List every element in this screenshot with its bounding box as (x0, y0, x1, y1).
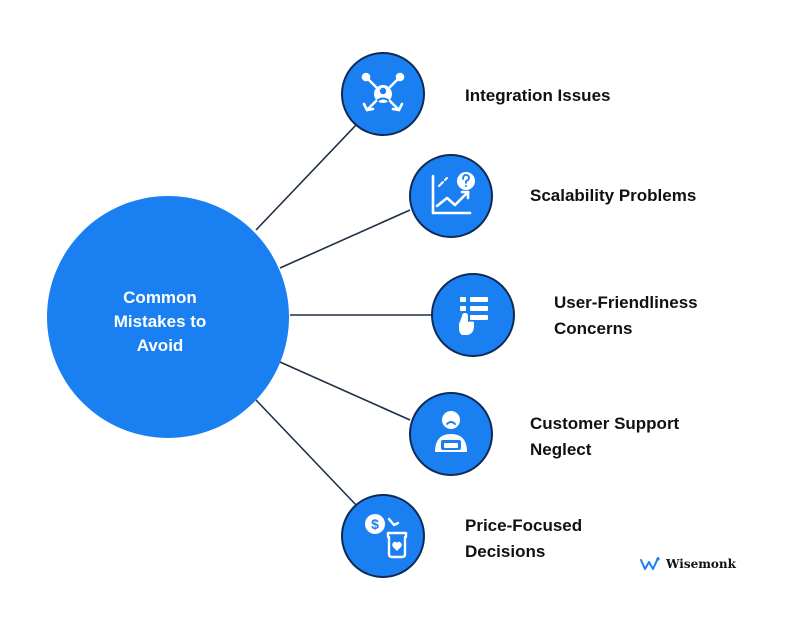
label-integration: Integration Issues (465, 83, 610, 109)
label-line: Integration Issues (465, 86, 611, 105)
node-scalability (409, 154, 493, 238)
hub-circle (47, 196, 289, 438)
label-line: Customer Support (530, 414, 680, 433)
svg-text:$: $ (371, 516, 379, 532)
label-line: Price-Focused (465, 516, 583, 535)
scalability-chart-icon (431, 172, 475, 215)
label-line: Concerns (554, 319, 633, 338)
label-scalability: Scalability Problems (530, 183, 696, 209)
node-support (409, 392, 493, 476)
label-price: Price-Focused Decisions (465, 513, 582, 565)
hub-title-line: Common (123, 288, 197, 307)
label-line: Scalability Problems (530, 186, 697, 205)
label-support: Customer Support Neglect (530, 411, 679, 463)
connector-scalability (279, 209, 411, 269)
node-price: $ (341, 494, 425, 578)
label-user-friendliness: User-Friendliness Concerns (554, 290, 698, 342)
node-integration (341, 52, 425, 136)
label-line: User-Friendliness (554, 293, 698, 312)
hub-title-line: Avoid (136, 336, 184, 355)
label-line: Decisions (465, 542, 546, 561)
brand-watermark: Wisemonk (640, 557, 736, 571)
integration-icon (361, 72, 405, 112)
brand-name: Wisemonk (666, 557, 736, 571)
connector-integration (255, 123, 358, 231)
label-line: Neglect (530, 440, 592, 459)
support-agent-icon (435, 411, 467, 452)
touch-list-icon (459, 297, 488, 335)
wisemonk-logo-icon (640, 557, 660, 570)
hub-title: Common Mistakes to Avoid (85, 286, 235, 358)
hub-title-line: Mistakes to (113, 312, 207, 331)
node-user-friendliness (431, 273, 515, 357)
connector-price (255, 399, 358, 507)
connector-support (279, 361, 411, 421)
price-bag-icon: $ (365, 514, 408, 559)
